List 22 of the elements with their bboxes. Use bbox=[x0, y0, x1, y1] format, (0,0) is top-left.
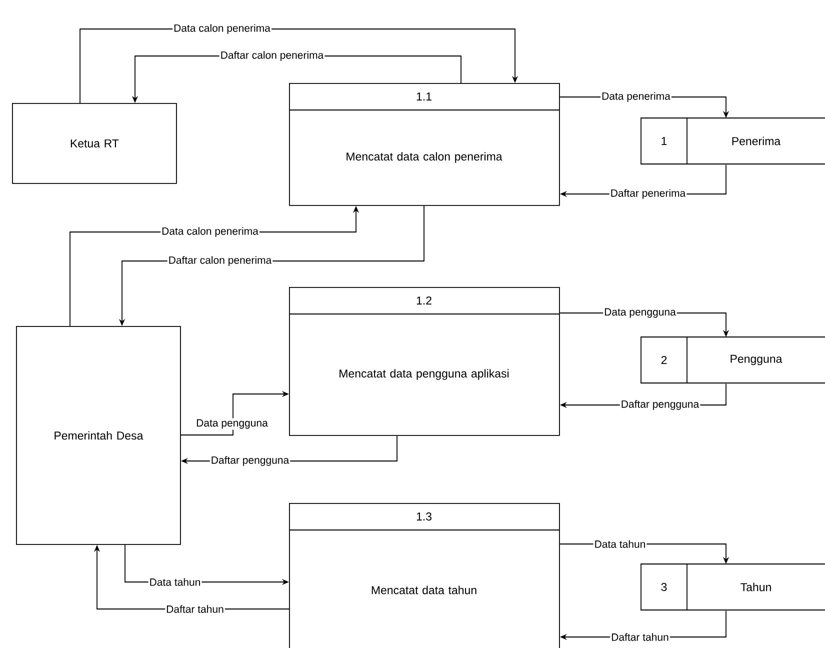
data-store-box: 2 Pengguna bbox=[640, 336, 825, 384]
edge-label: Data penerima bbox=[600, 91, 672, 103]
edge-label: Daftar calon penerima bbox=[219, 50, 325, 62]
edge-label: Daftar calon penerima bbox=[167, 255, 273, 267]
edge-label: Daftar pengguna bbox=[210, 455, 290, 467]
process-box: 1.3 Mencatat data tahun bbox=[288, 503, 560, 648]
process-box: 1.1 Mencatat data calon penerima bbox=[288, 83, 560, 206]
data-store-box: 3 Tahun bbox=[640, 564, 825, 610]
edge-label: Data pengguna bbox=[195, 418, 269, 430]
edge-label: Data tahun bbox=[148, 577, 202, 587]
edge-label: Daftar penerima bbox=[609, 188, 687, 200]
edge-label: Daftar tahun bbox=[610, 632, 670, 642]
edge-label: Data tahun bbox=[593, 539, 647, 549]
process-box: 1.2 Mencatat data pengguna aplikasi bbox=[288, 287, 560, 436]
edge-label: Daftar tahun bbox=[165, 604, 225, 614]
edge-label: Data calon penerima bbox=[172, 23, 272, 35]
external-entity-box: Ketua RT bbox=[12, 103, 177, 184]
data-store-box: 1 Penerima bbox=[640, 118, 825, 164]
external-entity-box: Pemerintah Desa bbox=[16, 326, 181, 545]
edge-label: Daftar pengguna bbox=[620, 399, 700, 411]
edge-label: Data calon penerima bbox=[160, 226, 260, 238]
edge-label: Data pengguna bbox=[603, 307, 677, 319]
